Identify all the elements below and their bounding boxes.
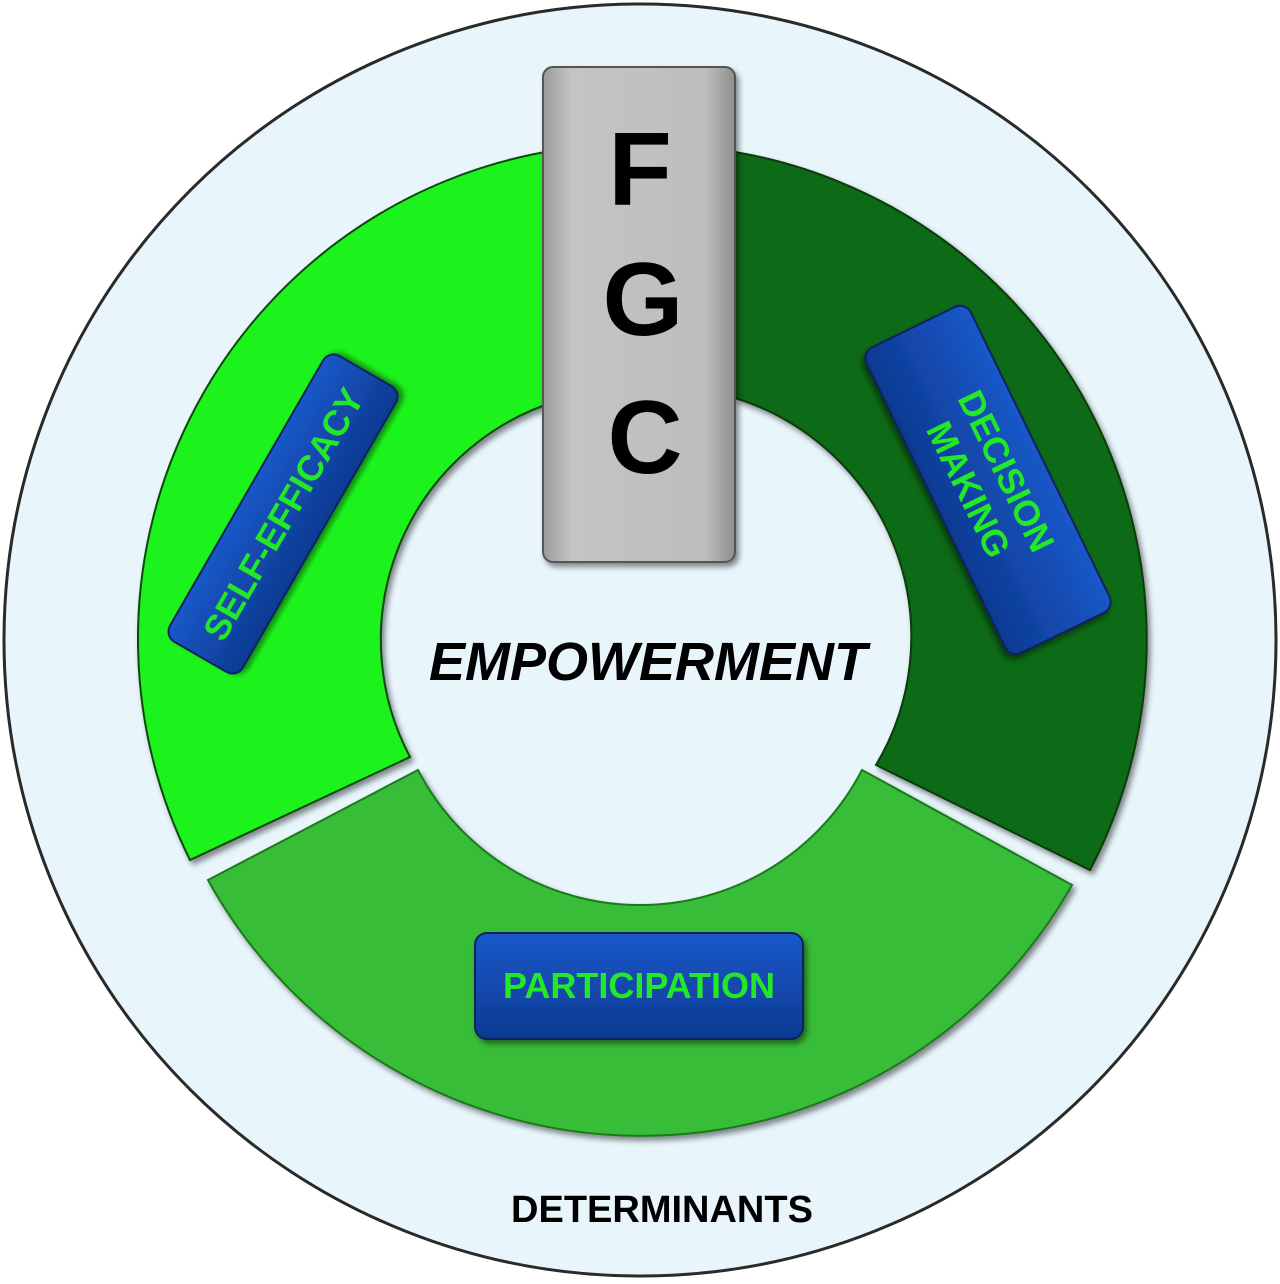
badge-label-participation: PARTICIPATION xyxy=(503,965,775,1006)
badge-decision-making: DECISION MAKING xyxy=(864,304,1112,656)
segment-self-efficacy xyxy=(137,150,546,862)
badge-participation: PARTICIPATION xyxy=(474,932,804,1040)
fgc-pillar xyxy=(542,66,736,563)
inner-disc xyxy=(398,410,888,900)
pillar-letter-f: F xyxy=(608,112,672,228)
center-label: EMPOWERMENT xyxy=(429,632,871,692)
pillar-letter-c: C xyxy=(607,380,682,496)
outer-label: DETERMINANTS xyxy=(511,1189,813,1231)
pillar-letter-g: G xyxy=(603,242,684,358)
